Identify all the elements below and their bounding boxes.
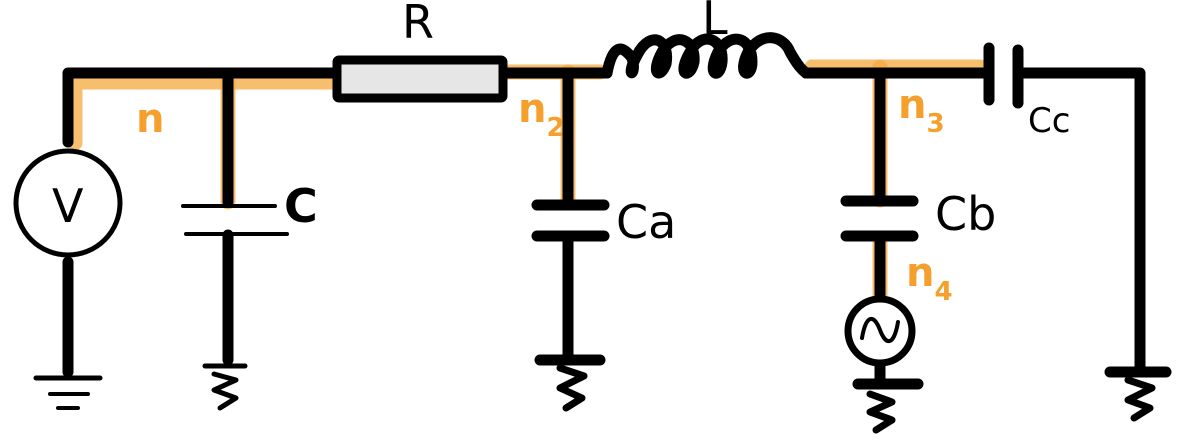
node-n2-label: n2 [518,86,565,143]
svg-text:n: n [136,96,164,142]
capacitor-cb-label: Cb [935,187,996,241]
resistor: R [332,0,508,103]
svg-text:n4: n4 [906,250,953,307]
ground-icon [1104,366,1172,422]
capacitor-c-label: C [284,179,318,233]
capacitor-cc: Cc [983,42,1070,141]
svg-text:n3: n3 [898,82,945,139]
capacitor-c: C [181,179,318,236]
capacitor-ca-label: Ca [616,195,676,249]
ground-icon [202,363,248,411]
ground-icon [534,354,606,412]
voltage-source-label: V [52,179,84,233]
svg-text:n2: n2 [518,86,565,143]
resistor-label: R [402,0,434,49]
node-n1-label: n [136,96,164,142]
capacitor-cc-label: Cc [1028,101,1070,141]
wires [62,67,1146,388]
node-n4-label: n4 [906,250,953,307]
inductor-label: L [702,0,728,45]
node-n3-label: n3 [898,82,945,139]
capacitor-ca: Ca [531,195,676,249]
ground-icon [852,378,924,434]
node-n3-highlight [804,59,988,208]
voltage-source: V [13,148,123,258]
inductor: L [601,0,812,79]
capacitor-cb: Cb [840,187,996,242]
ground-icon [33,375,103,410]
ac-source-icon [844,295,916,367]
